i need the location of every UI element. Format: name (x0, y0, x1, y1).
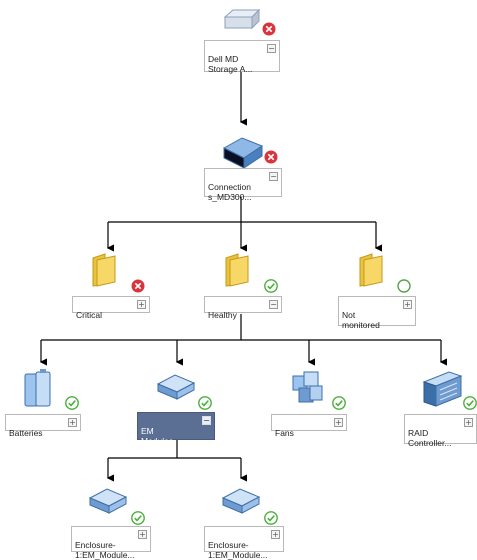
node-label-text: Batteries (9, 428, 43, 438)
node-label: RAID Controller... + (404, 414, 477, 448)
expand-button[interactable]: + (138, 530, 147, 539)
critical-status-icon (262, 22, 276, 36)
fan-icon (292, 371, 323, 403)
module-icon (221, 488, 261, 514)
healthy-status-icon (264, 279, 278, 293)
node-label-text: Critical (76, 310, 102, 320)
node-label-text: Connection s_MD300... (208, 182, 252, 202)
collapse-button[interactable]: − (202, 416, 211, 425)
module-icon (88, 488, 128, 514)
node-label-text: RAID Controller... (408, 428, 452, 448)
node-label-text: Healthy (208, 310, 237, 320)
storage-array-icon (223, 8, 260, 30)
raid-controller-icon (422, 371, 463, 407)
node-label: Connection s_MD300... − (204, 168, 282, 202)
healthy-status-icon (198, 396, 212, 410)
server-icon (222, 137, 264, 169)
expand-button[interactable]: + (403, 300, 412, 309)
node-label-text: Dell MD Storage A... (208, 54, 253, 74)
expand-button[interactable]: + (68, 418, 77, 427)
collapse-button[interactable]: − (269, 172, 278, 181)
node-label-text: Enclosure- 1:EM_Module... (208, 540, 268, 560)
folder-icon (225, 253, 249, 287)
not-monitored-status-icon (397, 279, 411, 293)
node-label: Dell MD Storage A... − (204, 40, 280, 74)
battery-icon (24, 369, 51, 407)
node-label: Not monitored + (338, 296, 416, 330)
healthy-status-icon (65, 396, 79, 410)
node-label: Batteries + (5, 414, 81, 438)
node-label-text: Enclosure- 1:EM_Module... (75, 540, 135, 560)
critical-status-icon (131, 279, 145, 293)
collapse-button[interactable]: − (269, 300, 278, 309)
expand-button[interactable]: + (464, 418, 473, 427)
node-label: Enclosure- 1:EM_Module... + (204, 526, 284, 560)
healthy-status-icon (332, 396, 346, 410)
healthy-status-icon (264, 511, 278, 525)
expand-button[interactable]: + (334, 418, 343, 427)
healthy-status-icon (131, 511, 145, 525)
folder-icon (92, 253, 116, 287)
expand-button[interactable]: + (271, 530, 280, 539)
expand-button[interactable]: + (137, 300, 146, 309)
module-icon (156, 374, 196, 400)
node-label: Critical + (72, 296, 150, 320)
node-label-text: Fans (275, 428, 294, 438)
critical-status-icon (264, 150, 278, 164)
node-label: Fans + (271, 414, 347, 438)
node-label: Enclosure- 1:EM_Module... + (71, 526, 151, 560)
node-label: EM Modules − (137, 412, 215, 446)
node-label: Healthy − (204, 296, 282, 320)
node-label-text: EM Modules (141, 426, 174, 446)
collapse-button[interactable]: − (267, 44, 276, 53)
node-label-text: Not monitored (342, 310, 380, 330)
healthy-status-icon (463, 396, 477, 410)
folder-icon (359, 253, 383, 287)
